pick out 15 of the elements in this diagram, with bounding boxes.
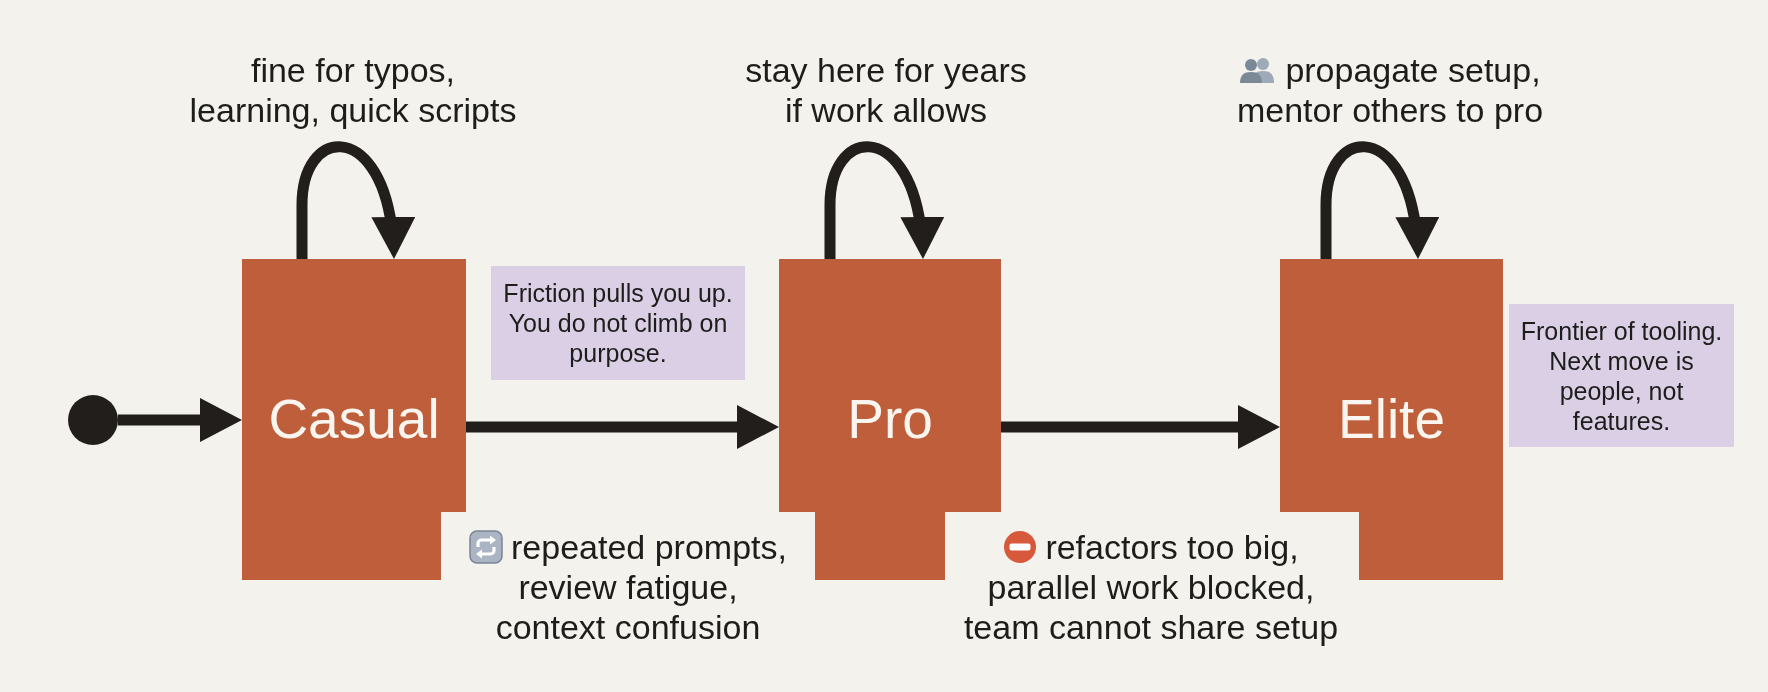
arrow [1001,405,1280,449]
loop-arrow [296,141,413,260]
state-block [242,259,466,580]
start-dot [68,395,118,445]
loop-arrow [1320,141,1437,260]
state-label: Pro [847,389,933,450]
note-text: Frontier of tooling. Next move is people, not features. [1519,315,1724,436]
note-text: Friction pulls you up. You do not climb on purpose. [502,278,734,368]
loop-arrow [824,141,942,260]
note-box [491,266,745,380]
arrow [466,405,779,449]
state-label: Casual [268,389,440,450]
arrow [118,398,242,442]
note-box [1509,304,1734,447]
state-label: Elite [1338,389,1445,450]
